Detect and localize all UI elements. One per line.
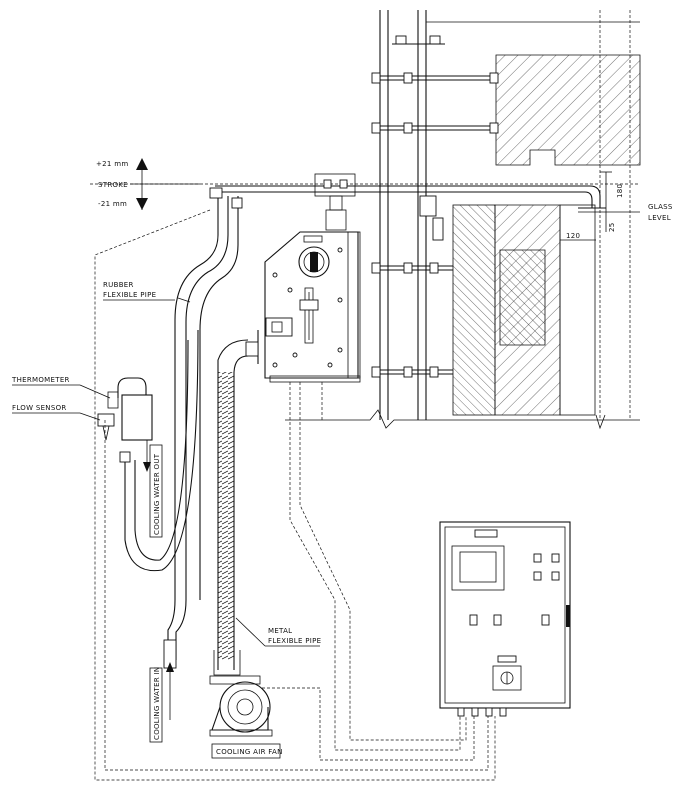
flow-sensor-label: FLOW SENSOR bbox=[12, 404, 67, 412]
cooling-air-fan-label: COOLING AIR FAN bbox=[216, 748, 283, 756]
stroke-label: STROKE bbox=[98, 181, 128, 189]
control-cabinet bbox=[439, 521, 571, 717]
metal-pipe-label-2: FLEXIBLE PIPE bbox=[268, 637, 321, 645]
dim-180: 180 bbox=[616, 184, 624, 198]
cooling-water-in-label: COOLING WATER IN bbox=[153, 667, 161, 740]
metal-flexible-pipe: METAL FLEXIBLE PIPE bbox=[213, 330, 321, 676]
stroke-plus-label: +21 mm bbox=[96, 160, 128, 168]
glass-level-label-2: LEVEL bbox=[648, 214, 671, 222]
cooling-air-fan: COOLING AIR FAN bbox=[209, 675, 283, 759]
mechanism-box bbox=[264, 231, 361, 383]
dim-25: 25 bbox=[608, 222, 616, 232]
cable-routes bbox=[94, 209, 496, 781]
stroke-minus-label: -21 mm bbox=[98, 200, 127, 208]
stroke-indicator: +21 mm STROKE -21 mm bbox=[96, 158, 200, 210]
cooling-water-unit: COOLING WATER OUT THERMOMETER FLOW SENSO… bbox=[11, 376, 163, 538]
rubber-pipe-label-2: FLEXIBLE PIPE bbox=[103, 291, 156, 299]
metal-pipe-label-1: METAL bbox=[268, 627, 292, 635]
thermometer-label: THERMOMETER bbox=[11, 376, 70, 384]
cooling-water-in: COOLING WATER IN bbox=[149, 639, 177, 743]
anchor-bolts bbox=[371, 35, 499, 378]
dimensions: 180 25 120 GLASS LEVEL bbox=[559, 171, 673, 246]
cooling-water-out-label: COOLING WATER OUT bbox=[153, 453, 161, 535]
rubber-flexible-pipes: RUBBER FLEXIBLE PIPE bbox=[103, 187, 243, 660]
glass-level-label-1: GLASS bbox=[648, 203, 673, 211]
rubber-pipe-label-1: RUBBER bbox=[103, 281, 134, 289]
furnace-wall bbox=[285, 10, 641, 430]
dim-120: 120 bbox=[566, 232, 580, 240]
